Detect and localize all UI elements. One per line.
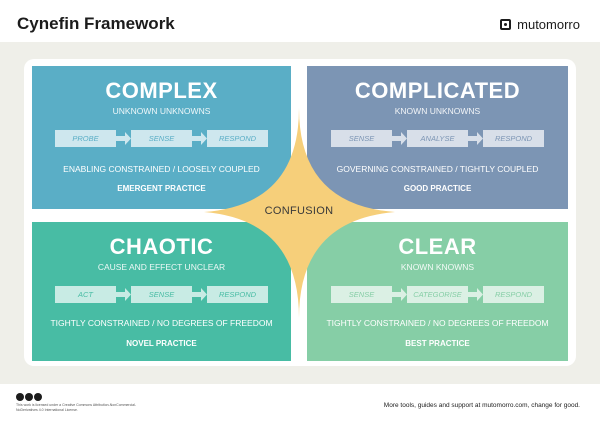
step-respond: RESPOND xyxy=(483,130,544,147)
domain-constraints: ENABLING CONSTRAINED / LOOSELY COUPLED xyxy=(63,164,260,174)
step-analyse: ANALYSE xyxy=(407,130,468,147)
domain-subtitle: KNOWN KNOWNS xyxy=(400,262,475,272)
domain-name: COMPLICATED xyxy=(354,78,521,103)
domain-practice: EMERGENT PRACTICE xyxy=(117,184,206,193)
footer-tagline: More tools, guides and support at mutomo… xyxy=(383,402,580,409)
arrow-right-icon xyxy=(192,286,207,303)
arrow-right-icon xyxy=(116,286,131,303)
domain-name: CLEAR xyxy=(398,234,477,259)
step-sense: SENSE xyxy=(131,286,192,303)
step-sense: SENSE xyxy=(131,130,192,147)
domain-name: COMPLEX xyxy=(105,78,218,103)
domain-practice: GOOD PRACTICE xyxy=(403,184,472,193)
step-respond: RESPOND xyxy=(207,286,268,303)
domain-name: CHAOTIC xyxy=(109,234,214,259)
domain-subtitle: UNKNOWN UNKNOWNS xyxy=(112,106,211,116)
domain-practice: BEST PRACTICE xyxy=(405,339,470,348)
brand[interactable]: mutomorro xyxy=(500,17,580,32)
confusion-label: CONFUSION xyxy=(264,205,334,217)
step-respond: RESPOND xyxy=(207,130,268,147)
domain-clear: CLEAR KNOWN KNOWNS SENSE CATEGORISE RESP… xyxy=(307,222,568,361)
decision-steps: PROBE SENSE RESPOND xyxy=(32,130,291,147)
domain-constraints: TIGHTLY CONSTRAINED / NO DEGREES OF FREE… xyxy=(326,318,549,328)
step-sense: SENSE xyxy=(331,130,392,147)
arrow-right-icon xyxy=(468,286,483,303)
license-text: This work is licensed under a Creative C… xyxy=(16,403,137,412)
license-block: This work is licensed under a Creative C… xyxy=(16,393,136,412)
domain-subtitle: KNOWN UNKNOWNS xyxy=(394,106,481,116)
step-probe: PROBE xyxy=(55,130,116,147)
domain-practice: NOVEL PRACTICE xyxy=(126,339,197,348)
brand-name: mutomorro xyxy=(517,17,580,32)
step-act: ACT xyxy=(55,286,116,303)
domain-subtitle: CAUSE AND EFFECT UNCLEAR xyxy=(97,262,226,272)
page-title: Cynefin Framework xyxy=(17,14,175,33)
mutomorro-logo-icon xyxy=(500,19,512,30)
creative-commons-icon[interactable] xyxy=(16,393,136,401)
arrow-right-icon xyxy=(392,286,407,303)
domain-complex: COMPLEX UNKNOWN UNKNOWNS PROBE SENSE RES… xyxy=(32,66,291,209)
step-categorise: CATEGORISE xyxy=(407,286,468,303)
domain-constraints: TIGHTLY CONSTRAINED / NO DEGREES OF FREE… xyxy=(50,318,273,328)
arrow-right-icon xyxy=(468,130,483,147)
arrow-right-icon xyxy=(116,130,131,147)
decision-steps: ACT SENSE RESPOND xyxy=(32,286,291,303)
domain-complicated: COMPLICATED KNOWN UNKNOWNS SENSE ANALYSE… xyxy=(307,66,568,209)
domain-constraints: GOVERNING CONSTRAINED / TIGHTLY COUPLED xyxy=(336,164,539,174)
domain-chaotic: CHAOTIC CAUSE AND EFFECT UNCLEAR ACT SEN… xyxy=(32,222,291,361)
arrow-right-icon xyxy=(192,130,207,147)
decision-steps: SENSE CATEGORISE RESPOND xyxy=(307,286,568,303)
arrow-right-icon xyxy=(392,130,407,147)
step-respond: RESPOND xyxy=(483,286,544,303)
decision-steps: SENSE ANALYSE RESPOND xyxy=(307,130,568,147)
step-sense: SENSE xyxy=(331,286,392,303)
